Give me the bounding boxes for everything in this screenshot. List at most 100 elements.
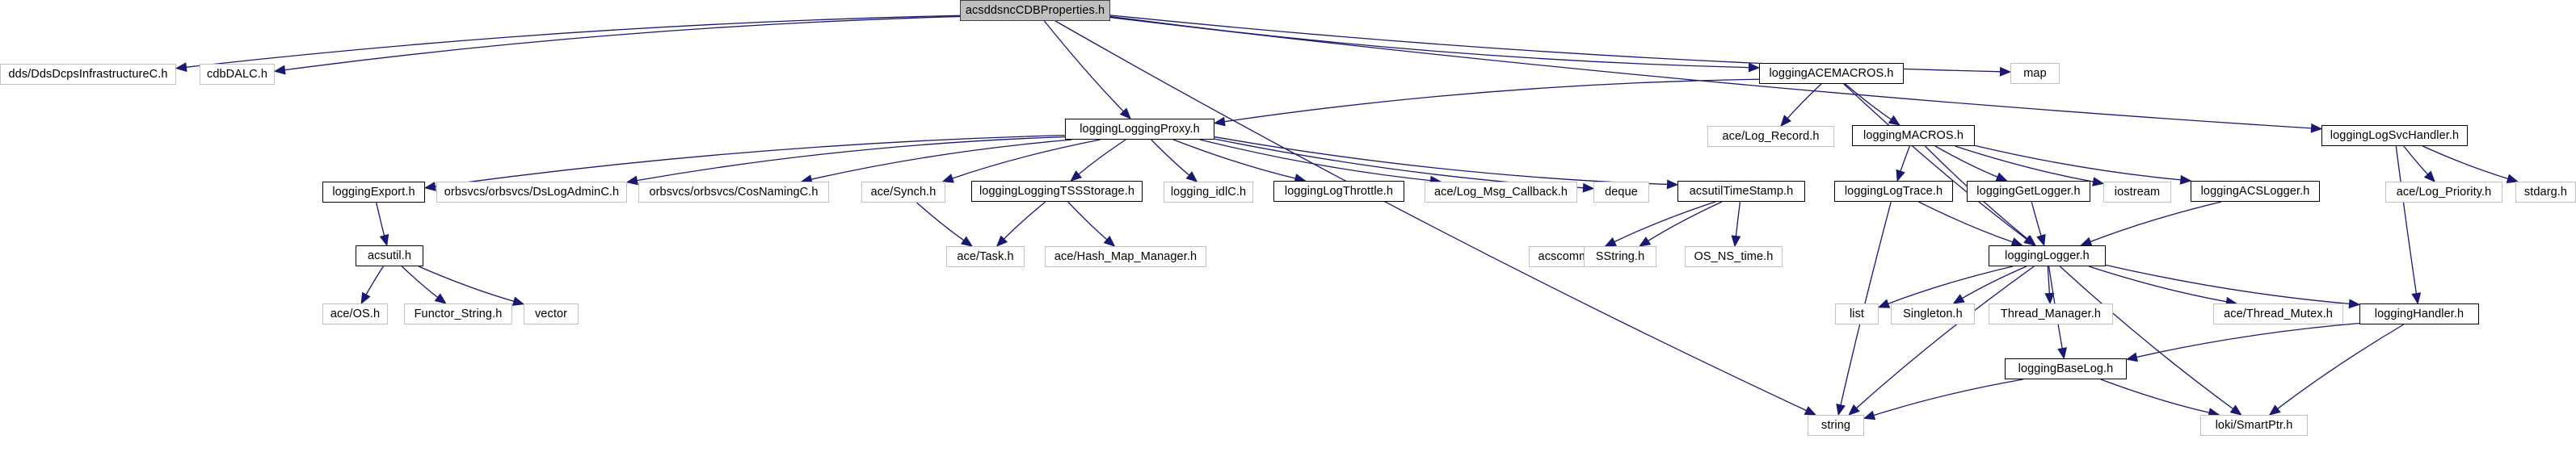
edge-root-to-string xyxy=(1054,20,1808,412)
arrowhead-timestamp-to-sstring xyxy=(1638,236,1652,247)
graph-node-logging_proxy[interactable]: loggingLoggingProxy.h xyxy=(1065,119,1214,140)
edge-acsutil-to-vector xyxy=(418,266,516,303)
edge-logging_handler-to-baselog xyxy=(2135,322,2360,358)
edge-logging_proxy-to-timestamp xyxy=(1214,136,1669,186)
graph-node-ace_synch[interactable]: ace/Synch.h xyxy=(861,182,945,203)
arrowhead-baselog-to-string xyxy=(1863,410,1876,421)
graph-node-hash_map[interactable]: ace/Hash_Map_Manager.h xyxy=(1045,246,1206,267)
arrowhead-getlogger-to-logging_logger xyxy=(2036,233,2046,247)
graph-node-os_ns_time[interactable]: OS_NS_time.h xyxy=(1685,246,1783,267)
graph-node-tssstorage[interactable]: loggingLoggingTSSStorage.h xyxy=(971,181,1143,202)
graph-node-logtrace[interactable]: loggingLogTrace.h xyxy=(1834,181,1953,202)
edge-acsutil-to-ace_os xyxy=(364,266,384,296)
arrowhead-root-to-ace_macros xyxy=(1748,62,1761,73)
graph-node-ace_log_priority[interactable]: ace/Log_Priority.h xyxy=(2385,182,2502,203)
graph-node-logging_macros[interactable]: loggingMACROS.h xyxy=(1852,125,1975,146)
graph-node-ace_os[interactable]: ace/OS.h xyxy=(322,303,388,324)
graph-node-acsutil[interactable]: acsutil.h xyxy=(356,245,423,266)
graph-node-string[interactable]: string xyxy=(1808,415,1864,436)
arrowhead-root-to-logsvc_handler xyxy=(2310,123,2323,133)
edge-logging_proxy-to-ace_synch xyxy=(950,139,1101,180)
arrowhead-root-to-cdbdalc xyxy=(273,65,286,75)
graph-node-thread_manager[interactable]: Thread_Manager.h xyxy=(1989,303,2113,324)
edge-logging_handler-to-smartptr xyxy=(2276,324,2405,410)
graph-node-baselog[interactable]: loggingBaseLog.h xyxy=(2005,358,2127,379)
edge-logging_proxy-to-tssstorage xyxy=(1077,139,1126,176)
edge-logsvc_handler-to-stdarg xyxy=(2422,145,2510,180)
graph-node-dslogadmin[interactable]: orbsvcs/orbsvcs/DsLogAdminC.h xyxy=(436,182,627,203)
graph-node-timestamp[interactable]: acsutilTimeStamp.h xyxy=(1677,181,1805,202)
arrowhead-logging_macros-to-logtrace xyxy=(1896,169,1905,182)
graph-node-logsvc_handler[interactable]: loggingLogSvcHandler.h xyxy=(2321,125,2468,146)
arrowhead-logsvc_handler-to-logging_handler xyxy=(2411,292,2422,305)
graph-node-logging_logger[interactable]: loggingLogger.h xyxy=(1989,245,2106,266)
graph-node-getlogger[interactable]: loggingGetLogger.h xyxy=(1967,181,2090,202)
graph-node-thread_mutex[interactable]: ace/Thread_Mutex.h xyxy=(2213,303,2343,324)
graph-node-logging_idlc[interactable]: logging_idlC.h xyxy=(1164,182,1253,203)
graph-node-stdarg[interactable]: stdarg.h xyxy=(2515,182,2576,203)
edge-logging_proxy-to-cosnaming xyxy=(810,139,1072,181)
arrowhead-logging_export-to-acsutil xyxy=(379,233,389,247)
graph-node-dds_infra[interactable]: dds/DdsDcpsInfrastructureC.h xyxy=(0,64,176,85)
arrowhead-logging_macros-to-acslogger xyxy=(2179,174,2192,185)
graph-node-functor_string[interactable]: Functor_String.h xyxy=(404,303,512,324)
arrowhead-acsutil-to-functor_string xyxy=(434,293,447,304)
edge-logsvc_handler-to-ace_log_priority xyxy=(2403,145,2430,176)
graph-node-msg_callback[interactable]: ace/Log_Msg_Callback.h xyxy=(1425,182,1577,203)
edge-logging_proxy-to-logthrottle xyxy=(1172,139,1297,180)
arrowhead-root-to-dds_infra xyxy=(175,62,187,73)
arrowhead-logtrace-to-string xyxy=(1836,404,1846,416)
edge-root-to-ace_macros xyxy=(1109,15,1751,69)
graph-node-cosnaming[interactable]: orbsvcs/orbsvcs/CosNamingC.h xyxy=(638,182,829,203)
arrowhead-logging_proxy-to-timestamp xyxy=(1666,179,1679,190)
arrowhead-logging_macros-to-iostream xyxy=(2092,177,2105,186)
edge-logging_logger-to-string xyxy=(1854,266,2035,410)
arrowhead-ace_synch-to-ace_task xyxy=(960,236,974,247)
arrowhead-logging_logger-to-baselog xyxy=(2057,347,2067,360)
edge-ace_macros-to-logging_proxy xyxy=(1223,78,1760,123)
arrowhead-logging_handler-to-baselog xyxy=(2125,352,2138,362)
edge-logging_logger-to-singleton xyxy=(1960,266,2027,299)
edge-logging_logger-to-thread_mutex xyxy=(2088,266,2229,303)
graph-node-ace_task[interactable]: ace/Task.h xyxy=(946,246,1025,267)
graph-node-deque[interactable]: deque xyxy=(1593,182,1649,203)
arrowhead-logging_proxy-to-tssstorage xyxy=(1070,170,1083,182)
edge-getlogger-to-logging_logger xyxy=(2031,201,2043,237)
arrowhead-timestamp-to-os_ns_time xyxy=(1731,235,1741,248)
graph-node-smartptr[interactable]: loki/SmartPtr.h xyxy=(2200,415,2308,436)
arrowhead-ace_macros-to-ace_log_record xyxy=(1780,115,1792,127)
arrowhead-logging_logger-to-list xyxy=(1877,299,1891,308)
edge-ace_macros-to-logging_macros xyxy=(1845,83,1893,121)
graph-node-logging_handler[interactable]: loggingHandler.h xyxy=(2359,303,2479,324)
graph-node-vector[interactable]: vector xyxy=(524,303,579,324)
graph-node-sstring[interactable]: SString.h xyxy=(1584,246,1656,267)
arrowhead-logging_macros-to-getlogger xyxy=(1995,172,2008,182)
arrowhead-logging_proxy-to-logging_idlc xyxy=(1185,171,1198,182)
graph-node-iostream[interactable]: iostream xyxy=(2103,182,2171,203)
graph-node-ace_log_record[interactable]: ace/Log_Record.h xyxy=(1707,126,1834,147)
graph-node-logthrottle[interactable]: loggingLogThrottle.h xyxy=(1273,181,1404,202)
edge-root-to-dds_infra xyxy=(184,15,961,69)
arrowhead-acsutil-to-vector xyxy=(511,296,525,306)
edge-logging_macros-to-getlogger xyxy=(1934,145,1999,178)
graph-node-list[interactable]: list xyxy=(1835,303,1879,324)
graph-node-root[interactable]: acsddsncCDBProperties.h xyxy=(960,0,1110,21)
graph-node-map[interactable]: map xyxy=(2010,63,2060,84)
graph-node-logging_export[interactable]: loggingExport.h xyxy=(322,182,425,203)
arrowhead-logging_logger-to-thread_manager xyxy=(2044,292,2055,305)
graph-node-ace_macros[interactable]: loggingACEMACROS.h xyxy=(1759,63,1904,84)
graph-node-acslogger[interactable]: loggingACSLogger.h xyxy=(2191,181,2320,202)
edge-logging_logger-to-logging_handler xyxy=(2105,264,2351,305)
graph-node-cdbdalc[interactable]: cdbDALC.h xyxy=(200,64,275,85)
graph-node-singleton[interactable]: Singleton.h xyxy=(1891,303,1975,324)
edge-logging_proxy-to-logging_export xyxy=(433,134,1066,187)
edge-logging_proxy-to-logging_idlc xyxy=(1151,139,1191,177)
arrowhead-acslogger-to-logging_logger xyxy=(2080,236,2093,246)
arrowhead-root-to-string xyxy=(1804,406,1817,416)
edge-logging_proxy-to-dslogadmin xyxy=(635,136,1066,182)
arrowhead-logging_logger-to-singleton xyxy=(1952,294,1965,304)
arrowhead-logsvc_handler-to-ace_log_priority xyxy=(2423,170,2436,182)
edge-logging_logger-to-list xyxy=(1887,266,2014,305)
edge-logging_macros-to-iostream xyxy=(1955,145,2095,183)
arrowhead-logging_proxy-to-dslogadmin xyxy=(625,175,638,186)
